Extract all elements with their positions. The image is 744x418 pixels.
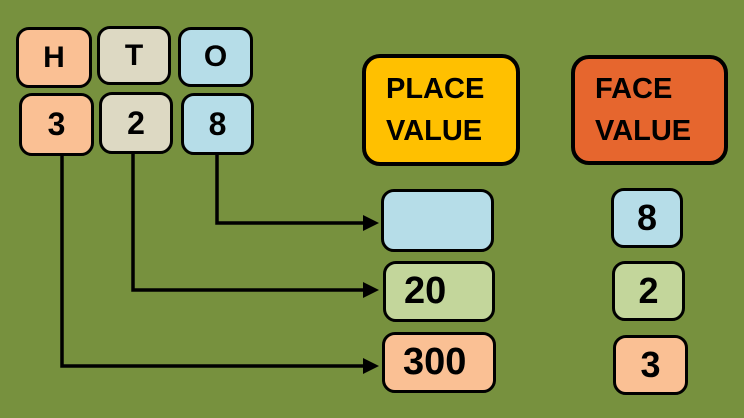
- tens-digit-box: 2: [99, 92, 173, 154]
- arrow-hundreds-to-place-value: [60, 154, 379, 374]
- face-value-box-ones: 8: [611, 188, 683, 248]
- place-value-box-tens: 20: [383, 261, 495, 322]
- hundreds-digit-box: 3: [19, 93, 94, 156]
- place-value-box-hundreds: 300: [382, 332, 496, 393]
- tens-letter-box: T: [97, 26, 171, 85]
- place-value-box-ones: [381, 189, 494, 252]
- face-value-box-tens: 2: [612, 261, 685, 321]
- face-value-box-hundreds: 3: [613, 335, 688, 395]
- hundreds-letter-box: H: [16, 27, 92, 88]
- place-value-header: PLACE VALUE: [362, 54, 520, 166]
- ones-digit-box: 8: [181, 93, 254, 155]
- arrow-tens-to-place-value: [131, 152, 379, 298]
- ones-letter-box: O: [178, 27, 253, 87]
- face-value-header: FACE VALUE: [571, 55, 728, 165]
- arrow-ones-to-place-value: [215, 153, 379, 231]
